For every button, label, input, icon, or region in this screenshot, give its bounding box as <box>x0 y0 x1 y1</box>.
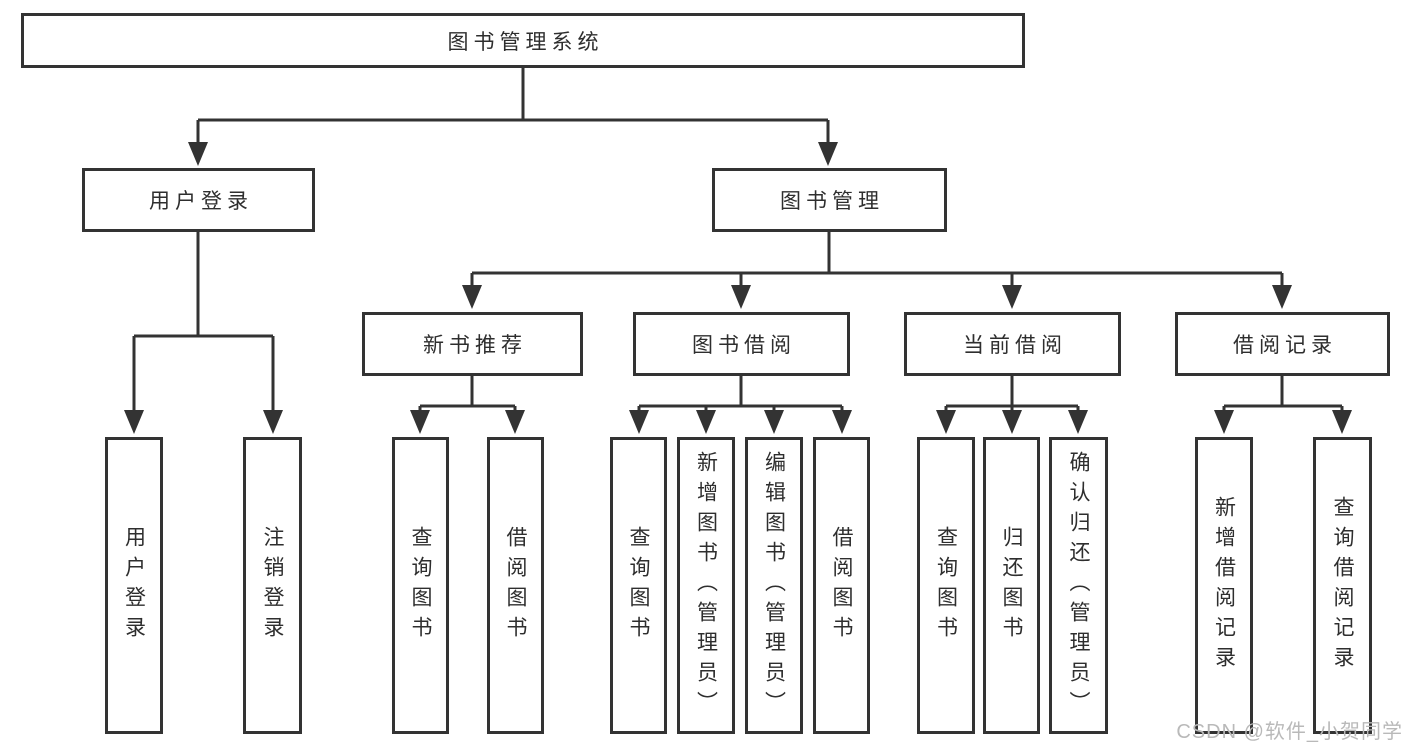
leaf-borrow-books-recommend: 借阅图书 <box>487 437 544 734</box>
connector-borrow-record-fork <box>1222 376 1344 413</box>
arrow-down-icon <box>1332 410 1352 434</box>
leaf-query-books-recommend: 查询图书 <box>392 437 449 734</box>
connector-root-fork <box>196 68 830 145</box>
leaf-return-books-label: 归还图书 <box>1000 525 1023 646</box>
csdn-watermark: CSDN @软件_小贺同学 <box>1176 721 1403 743</box>
leaf-confirm-return-admin-label: 确认归还（管理员） <box>1067 450 1090 721</box>
leaf-add-borrow-record-label: 新增借阅记录 <box>1212 495 1236 676</box>
arrow-down-icon <box>696 410 716 434</box>
leaf-query-borrow-record-label: 查询借阅记录 <box>1331 495 1354 676</box>
arrow-down-icon <box>629 410 649 434</box>
arrow-down-icon <box>1214 410 1234 434</box>
arrow-down-icon <box>410 410 430 434</box>
leaf-logout: 注销登录 <box>243 437 302 734</box>
leaf-user-login: 用户登录 <box>105 437 163 734</box>
node-user-login: 用户登录 <box>82 168 315 232</box>
node-current-borrow: 当前借阅 <box>904 312 1121 376</box>
leaf-query-books-borrow-label: 查询图书 <box>627 525 650 646</box>
leaf-confirm-return-admin: 确认归还（管理员） <box>1049 437 1108 734</box>
arrow-down-icon <box>188 142 208 166</box>
node-current-borrow-label: 当前借阅 <box>963 334 1067 357</box>
leaf-query-books-recommend-label: 查询图书 <box>409 525 432 646</box>
node-new-book-recommend: 新书推荐 <box>362 312 583 376</box>
leaf-return-books: 归还图书 <box>983 437 1040 734</box>
connector-user-login-fork <box>132 232 275 413</box>
arrow-down-icon <box>1068 410 1088 434</box>
connector-book-borrow-fork <box>637 376 844 413</box>
arrow-down-icon <box>731 285 751 309</box>
connector-book-mgmt-fork <box>470 232 1284 288</box>
connector-new-book-fork <box>418 376 517 413</box>
leaf-user-login-label: 用户登录 <box>122 525 146 646</box>
node-borrow-records: 借阅记录 <box>1175 312 1390 376</box>
arrow-down-icon <box>263 410 283 434</box>
node-new-book-recommend-label: 新书推荐 <box>423 334 527 357</box>
leaf-borrow-books-borrow: 借阅图书 <box>813 437 870 734</box>
arrow-down-icon <box>1002 410 1022 434</box>
arrow-down-icon <box>832 410 852 434</box>
node-book-borrow-label: 图书借阅 <box>692 334 796 357</box>
arrow-down-icon <box>764 410 784 434</box>
node-book-management: 图书管理 <box>712 168 947 232</box>
arrow-down-icon <box>505 410 525 434</box>
arrow-down-icon <box>1002 285 1022 309</box>
arrow-down-icon <box>124 410 144 434</box>
node-borrow-records-label: 借阅记录 <box>1233 334 1337 357</box>
leaf-add-borrow-record: 新增借阅记录 <box>1195 437 1253 734</box>
leaf-edit-book-admin: 编辑图书（管理员） <box>745 437 803 734</box>
arrow-down-icon <box>936 410 956 434</box>
leaf-query-books-current-label: 查询图书 <box>934 525 958 646</box>
leaf-query-books-borrow: 查询图书 <box>610 437 667 734</box>
leaf-logout-label: 注销登录 <box>261 525 284 646</box>
leaf-query-books-current: 查询图书 <box>917 437 975 734</box>
node-book-borrow: 图书借阅 <box>633 312 850 376</box>
connector-current-borrow-fork <box>944 376 1080 413</box>
node-user-login-label: 用户登录 <box>149 190 253 213</box>
arrow-down-icon <box>818 142 838 166</box>
leaf-edit-book-admin-label: 编辑图书（管理员） <box>762 450 786 721</box>
leaf-query-borrow-record: 查询借阅记录 <box>1313 437 1372 734</box>
arrow-down-icon <box>1272 285 1292 309</box>
node-library-system: 图书管理系统 <box>21 13 1025 68</box>
leaf-borrow-books-borrow-label: 借阅图书 <box>830 525 853 646</box>
node-book-management-label: 图书管理 <box>780 190 884 213</box>
arrow-down-icon <box>462 285 482 309</box>
leaf-add-book-admin: 新增图书（管理员） <box>677 437 735 734</box>
leaf-add-book-admin-label: 新增图书（管理员） <box>694 450 718 721</box>
node-library-system-label: 图书管理系统 <box>447 30 604 54</box>
leaf-borrow-books-recommend-label: 借阅图书 <box>504 525 527 646</box>
